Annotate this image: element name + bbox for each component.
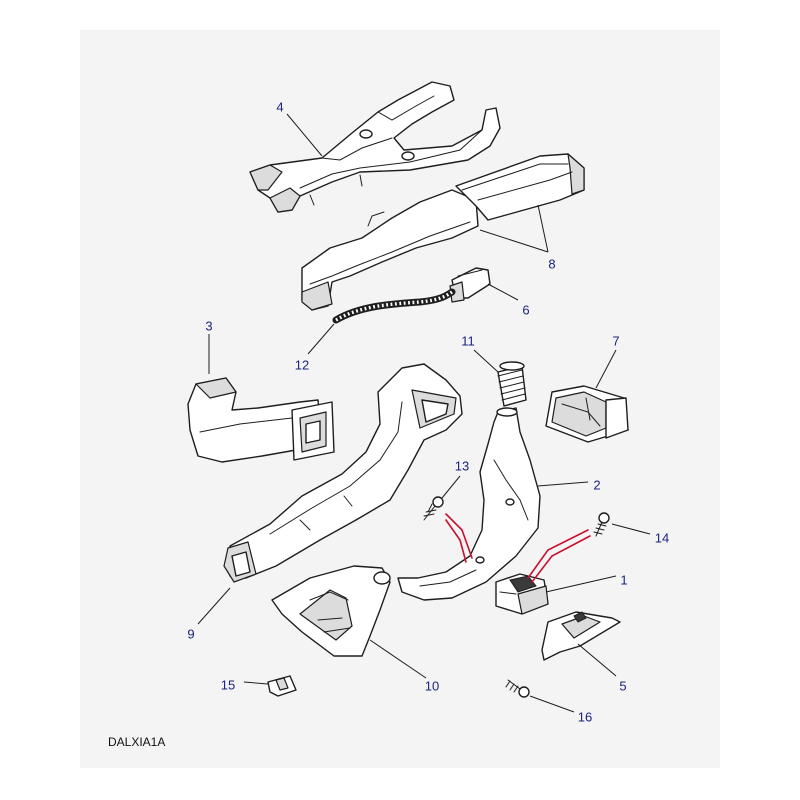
part-9-long-duct: [223, 363, 463, 583]
callout-2: 2: [537, 477, 601, 492]
callout-label: 12: [295, 357, 309, 372]
leader-line: [537, 204, 549, 253]
callout-label: 1: [620, 572, 627, 587]
callout-15: 15: [221, 677, 269, 692]
leader-line: [537, 481, 589, 487]
callout-10: 10: [369, 639, 439, 693]
leader-line: [595, 349, 617, 389]
leader-line: [611, 523, 651, 535]
part-7-vent-box: [545, 385, 629, 443]
leader-line: [479, 229, 549, 253]
part-14-screw: [593, 512, 610, 537]
callout-11: 11: [461, 333, 499, 373]
callout-label: 10: [425, 678, 439, 693]
highlight-line: [531, 535, 591, 583]
part-4-upper-duct: [249, 81, 501, 213]
callout-9: 9: [187, 587, 231, 641]
highlight-line: [527, 529, 589, 579]
callout-6: 6: [487, 283, 530, 317]
leader-line: [577, 643, 617, 677]
callout-label: 4: [276, 99, 283, 114]
callout-label: 3: [205, 318, 212, 333]
leader-line: [441, 475, 461, 499]
part-5-trim-bracket: [541, 611, 621, 661]
leader-line: [243, 681, 269, 685]
leader-line: [487, 283, 519, 301]
callout-label: 15: [221, 677, 235, 692]
callout-8: 8: [479, 204, 556, 271]
leader-line: [197, 587, 231, 625]
highlight-line: [445, 519, 467, 563]
callout-13: 13: [441, 458, 469, 499]
callout-label: 11: [461, 333, 475, 348]
part-1-clip-block: [495, 573, 549, 615]
callout-label: 9: [187, 626, 194, 641]
callout-14: 14: [611, 523, 669, 545]
part-13-screw: [423, 496, 444, 521]
leader-line: [473, 349, 499, 373]
callout-label: 5: [619, 678, 626, 693]
callout-label: 2: [593, 477, 600, 492]
part-6-connector: [449, 267, 491, 303]
part-10-floor-outlet: [271, 565, 391, 657]
callout-7: 7: [595, 333, 620, 389]
highlight-line: [445, 513, 473, 559]
part-2-centre-duct: [397, 407, 541, 601]
leader-line: [286, 113, 323, 157]
part-12-corrugated-hose: [332, 288, 456, 324]
part-11-bellows: [497, 361, 527, 407]
callout-16: 16: [529, 695, 592, 724]
leader-line: [529, 695, 575, 713]
callout-5: 5: [577, 643, 627, 693]
callout-label: 16: [578, 709, 592, 724]
reference-code: DALXIA1A: [108, 735, 165, 749]
leader-line: [545, 575, 617, 593]
callout-1: 1: [545, 572, 628, 593]
callout-12: 12: [295, 323, 335, 372]
part-8-long-duct: [301, 153, 585, 311]
callout-label: 7: [612, 333, 619, 348]
callout-label: 6: [522, 302, 529, 317]
part-15-clip-nut: [267, 675, 297, 697]
callout-label: 14: [655, 530, 669, 545]
part-3-elbow-duct: [187, 377, 335, 463]
callout-4: 4: [276, 99, 323, 157]
callout-label: 8: [548, 256, 555, 271]
callout-3: 3: [205, 318, 213, 374]
leader-line: [369, 639, 427, 679]
callout-label: 13: [455, 458, 469, 473]
part-16-screw: [505, 679, 530, 698]
leader-line: [307, 323, 335, 355]
